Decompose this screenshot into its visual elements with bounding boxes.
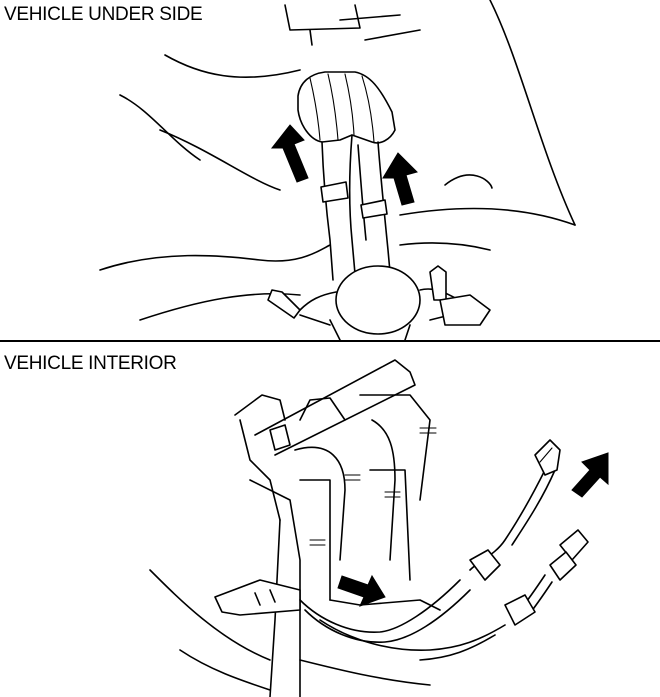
arrow-up-right-cable-end <box>571 452 609 498</box>
floor-pan-outline <box>164 54 301 79</box>
arrow-down-right-cable-release <box>337 574 386 607</box>
under-side-illustration <box>99 0 576 340</box>
panel-label-interior: VEHICLE INTERIOR <box>4 353 177 374</box>
arrow-up-left-cable <box>270 124 309 183</box>
shifter-bracket <box>149 359 441 697</box>
arrow-up-right-cable <box>382 152 418 206</box>
shift-cables <box>320 134 391 286</box>
cable-bracket <box>267 265 491 340</box>
shift-cables-interior <box>299 439 589 661</box>
panel-label-under-side: VEHICLE UNDER SIDE <box>4 4 203 25</box>
panel-divider <box>0 340 660 342</box>
shift-cable-boot <box>297 71 396 144</box>
